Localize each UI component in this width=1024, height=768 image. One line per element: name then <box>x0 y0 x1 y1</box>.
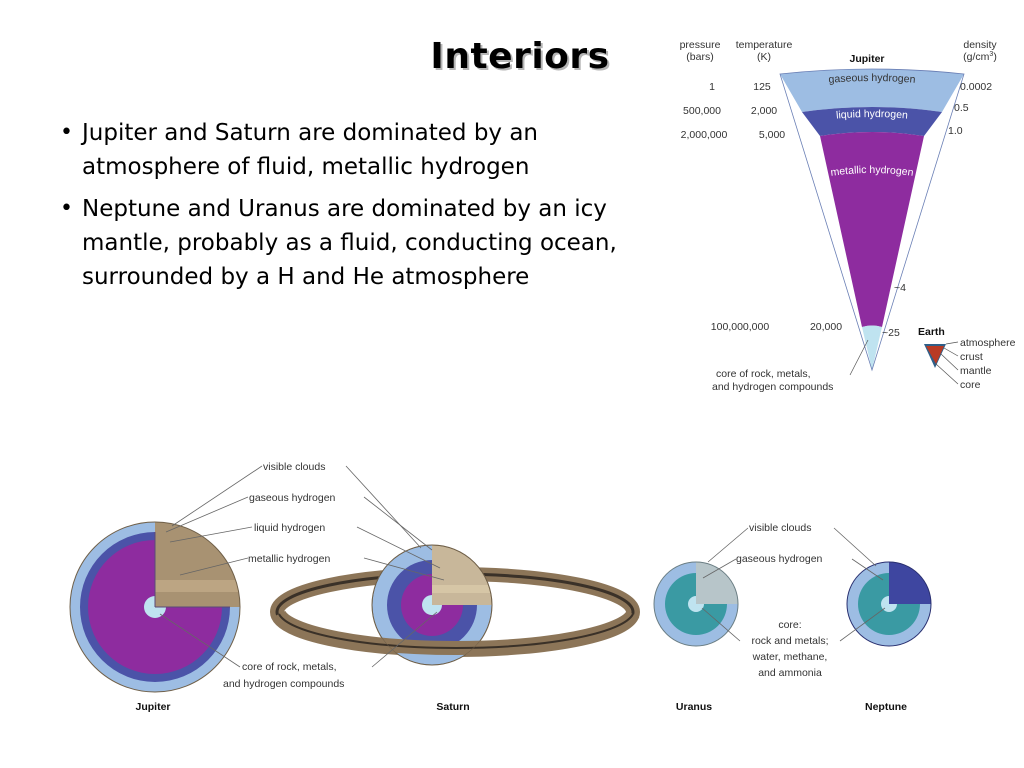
jupiter-wedge-title: Jupiter <box>849 53 884 65</box>
planet-name-jupiter: Jupiter <box>135 701 170 713</box>
gaseous-hydrogen-label: gaseous hydrogen <box>736 553 823 565</box>
bullet-item: Jupiter and Saturn are dominated by an a… <box>60 116 640 184</box>
ice-giant-core-label: water, methane, <box>752 651 828 663</box>
metallic-hydrogen-layer <box>820 132 924 327</box>
density-value-mid: ~4 <box>894 282 906 294</box>
density-value: 0.0002 <box>960 81 992 93</box>
metallic-hydrogen-label: metallic hydrogen <box>830 164 915 179</box>
planet-name-uranus: Uranus <box>676 701 712 713</box>
bullet-item: Neptune and Uranus are dominated by an i… <box>60 192 640 294</box>
core-label-line: and hydrogen compounds <box>712 381 833 393</box>
visible-clouds-label: visible clouds <box>749 522 811 534</box>
gaseous-hydrogen-label: gaseous hydrogen <box>828 72 916 86</box>
density-value: 0.5 <box>954 102 969 114</box>
temperature-header-1: temperature <box>736 39 793 51</box>
density-value: 1.0 <box>948 125 963 137</box>
core-label-line: core of rock, metals, <box>716 368 811 380</box>
gaseous-hydrogen-layer <box>780 69 964 112</box>
ice-giant-core-label: core: <box>778 619 801 631</box>
ice-giant-core-label: rock and metals; <box>751 635 828 647</box>
density-value: ~25 <box>882 327 900 339</box>
slide-title: Interiors <box>430 36 610 77</box>
pressure-value: 100,000,000 <box>711 321 770 333</box>
uranus-cutaway <box>653 561 739 647</box>
jupiter-core-wedge <box>862 325 882 370</box>
earth-leader-line <box>943 347 959 357</box>
temperature-value: 125 <box>753 81 771 93</box>
metallic-hydrogen-label: metallic hydrogen <box>248 553 330 565</box>
temperature-header-2: (K) <box>757 51 771 63</box>
bullet-list: Jupiter and Saturn are dominated by an a… <box>60 116 640 302</box>
earth-leader-line <box>945 341 959 345</box>
gas-giant-core-label: and hydrogen compounds <box>223 678 344 690</box>
earth-layer-label: crust <box>960 351 983 363</box>
temperature-value: 2,000 <box>751 105 777 117</box>
pressure-value: 500,000 <box>683 105 721 117</box>
ice-giant-core-label: and ammonia <box>758 667 822 679</box>
temperature-value: 5,000 <box>759 129 785 141</box>
earth-layer-label: atmosphere <box>960 337 1016 349</box>
liquid-hydrogen-label: liquid hydrogen <box>254 522 325 534</box>
earth-leader-line <box>940 353 959 371</box>
density-header-2: (g/cm3) <box>963 51 997 63</box>
gas-giant-leader-lines <box>159 465 445 668</box>
ice-giant-leader-lines <box>701 527 886 642</box>
pressure-header-2: (bars) <box>686 51 713 63</box>
earth-mantle <box>926 346 944 364</box>
gaseous-hydrogen-label: gaseous hydrogen <box>249 492 336 504</box>
earth-leader-line <box>935 363 959 385</box>
planet-cutaway-diagram: visible clouds gaseous hydrogen liquid h… <box>69 461 932 713</box>
liquid-hydrogen-label: liquid hydrogen <box>836 108 909 122</box>
earth-layer-label: core <box>960 379 981 391</box>
pressure-value: 1 <box>709 81 715 93</box>
liquid-hydrogen-layer <box>802 107 942 136</box>
core-leader-line <box>849 339 869 376</box>
planet-name-neptune: Neptune <box>865 701 907 713</box>
pressure-header-1: pressure <box>680 39 721 51</box>
visible-clouds-label: visible clouds <box>263 461 325 473</box>
saturn-rings-front-line <box>278 613 634 649</box>
earth-layer-label: mantle <box>960 365 992 377</box>
density-header-1: density <box>963 39 997 51</box>
saturn-cutaway <box>371 544 493 666</box>
wedge-outline <box>779 68 965 372</box>
neptune-cutaway <box>846 561 932 647</box>
planet-name-saturn: Saturn <box>436 701 469 713</box>
earth-title: Earth <box>918 326 945 338</box>
jupiter-cutaway <box>69 521 241 693</box>
jupiter-interior-wedge: pressure (bars) temperature (K) Jupiter … <box>680 39 1016 393</box>
pressure-value: 2,000,000 <box>681 129 728 141</box>
gas-giant-core-label: core of rock, metals, <box>242 661 337 673</box>
temperature-value: 20,000 <box>810 321 842 333</box>
